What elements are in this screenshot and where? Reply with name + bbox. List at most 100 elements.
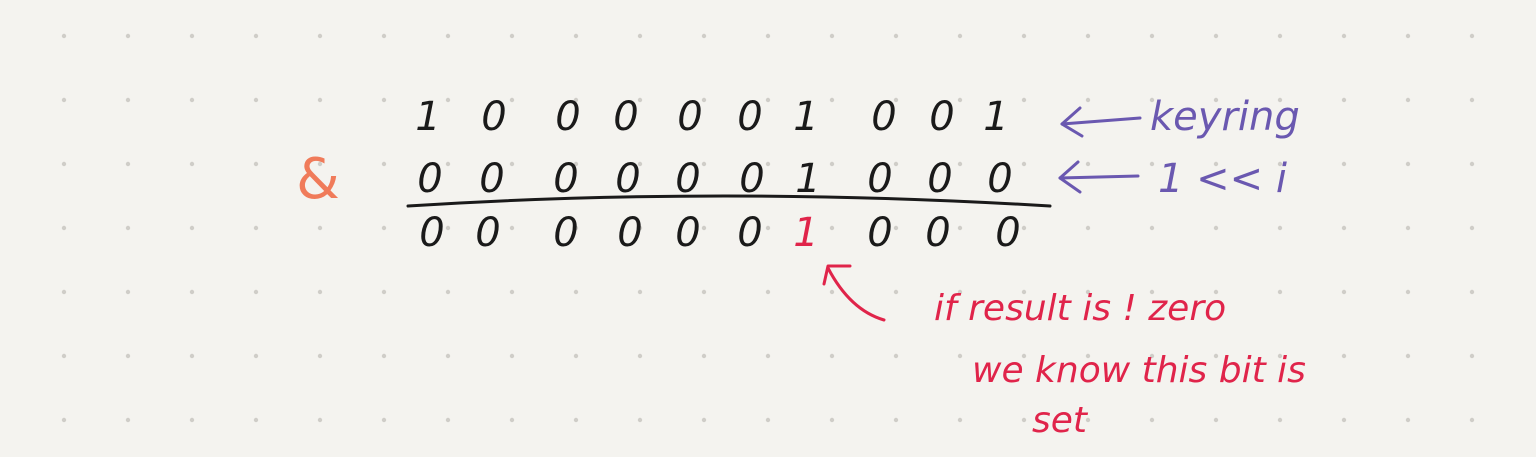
- grid-dot: [957, 353, 963, 359]
- grid-dot: [1213, 417, 1219, 423]
- grid-dot: [573, 225, 579, 231]
- result-bit-6: 1: [793, 210, 818, 256]
- grid-dot: [1277, 417, 1283, 423]
- grid-dot: [125, 353, 131, 359]
- grid-dot: [1405, 353, 1411, 359]
- grid-dot: [1405, 97, 1411, 103]
- grid-dot: [1277, 353, 1283, 359]
- mask-bit-1: 0: [479, 156, 504, 202]
- grid-dot: [125, 161, 131, 167]
- grid-dot: [125, 97, 131, 103]
- grid-dot: [253, 289, 259, 295]
- keyring-bit-7: 0: [871, 94, 896, 140]
- grid-dot: [189, 289, 195, 295]
- grid-dot: [317, 33, 323, 39]
- keyring-bit-4: 0: [677, 94, 702, 140]
- grid-dot: [829, 417, 835, 423]
- result-bit-8: 0: [925, 210, 950, 256]
- mask-arrow: [1058, 160, 1140, 194]
- grid-dot: [829, 97, 835, 103]
- grid-dot: [701, 353, 707, 359]
- grid-dot: [253, 97, 259, 103]
- result-bit-9: 0: [995, 210, 1020, 256]
- grid-dot: [829, 33, 835, 39]
- grid-dot: [445, 33, 451, 39]
- grid-dot: [1085, 353, 1091, 359]
- grid-dot: [317, 417, 323, 423]
- grid-dot: [1341, 33, 1347, 39]
- grid-dot: [1213, 97, 1219, 103]
- grid-dot: [1213, 33, 1219, 39]
- grid-dot: [509, 353, 515, 359]
- annotation-line-2: we know this bit is: [972, 350, 1306, 391]
- grid-dot: [317, 353, 323, 359]
- dot-grid-background: [61, 33, 1475, 423]
- grid-dot: [701, 225, 707, 231]
- grid-dot: [637, 289, 643, 295]
- and-operator: &: [296, 147, 340, 212]
- grid-dot: [445, 97, 451, 103]
- grid-dot: [1341, 97, 1347, 103]
- grid-dot: [61, 161, 67, 167]
- grid-dot: [189, 97, 195, 103]
- grid-dot: [1341, 289, 1347, 295]
- grid-dot: [1085, 33, 1091, 39]
- grid-dot: [1149, 161, 1155, 167]
- grid-dot: [1021, 161, 1027, 167]
- grid-dot: [765, 225, 771, 231]
- keyring-bit-8: 0: [929, 94, 954, 140]
- grid-dot: [61, 417, 67, 423]
- grid-dot: [893, 417, 899, 423]
- grid-dot: [1021, 97, 1027, 103]
- keyring-bit-3: 0: [613, 94, 638, 140]
- grid-dot: [509, 225, 515, 231]
- grid-dot: [1405, 417, 1411, 423]
- mask-bit-7: 0: [867, 156, 892, 202]
- grid-dot: [317, 225, 323, 231]
- keyring-bit-0: 1: [415, 94, 440, 140]
- mask-bit-5: 0: [739, 156, 764, 202]
- grid-dot: [1213, 161, 1219, 167]
- grid-dot: [957, 161, 963, 167]
- mask-label: 1 << i: [1158, 156, 1287, 202]
- grid-dot: [253, 353, 259, 359]
- grid-dot: [1021, 225, 1027, 231]
- grid-dot: [957, 97, 963, 103]
- grid-dot: [189, 225, 195, 231]
- grid-dot: [1341, 225, 1347, 231]
- grid-dot: [893, 353, 899, 359]
- keyring-label: keyring: [1150, 94, 1300, 140]
- grid-dot: [509, 417, 515, 423]
- grid-dot: [61, 289, 67, 295]
- grid-dot: [381, 225, 387, 231]
- grid-dot: [61, 97, 67, 103]
- grid-dot: [957, 33, 963, 39]
- keyring-bit-9: 1: [983, 94, 1008, 140]
- keyring-arrow: [1060, 106, 1142, 138]
- grid-dot: [189, 161, 195, 167]
- grid-dot: [637, 161, 643, 167]
- grid-dot: [573, 97, 579, 103]
- sum-line: [406, 194, 1052, 208]
- grid-dot: [893, 225, 899, 231]
- grid-dot: [61, 225, 67, 231]
- grid-dot: [1021, 33, 1027, 39]
- grid-dot: [701, 417, 707, 423]
- grid-dot: [189, 33, 195, 39]
- grid-dot: [381, 353, 387, 359]
- result-bit-2: 0: [553, 210, 578, 256]
- grid-dot: [829, 353, 835, 359]
- grid-dot: [125, 417, 131, 423]
- grid-dot: [1469, 97, 1475, 103]
- grid-dot: [1341, 353, 1347, 359]
- grid-dot: [61, 33, 67, 39]
- grid-dot: [829, 161, 835, 167]
- grid-dot: [765, 97, 771, 103]
- grid-dot: [1085, 289, 1091, 295]
- mask-bit-4: 0: [675, 156, 700, 202]
- grid-dot: [637, 33, 643, 39]
- grid-dot: [1085, 225, 1091, 231]
- mask-bit-0: 0: [417, 156, 442, 202]
- grid-dot: [1405, 225, 1411, 231]
- grid-dot: [125, 289, 131, 295]
